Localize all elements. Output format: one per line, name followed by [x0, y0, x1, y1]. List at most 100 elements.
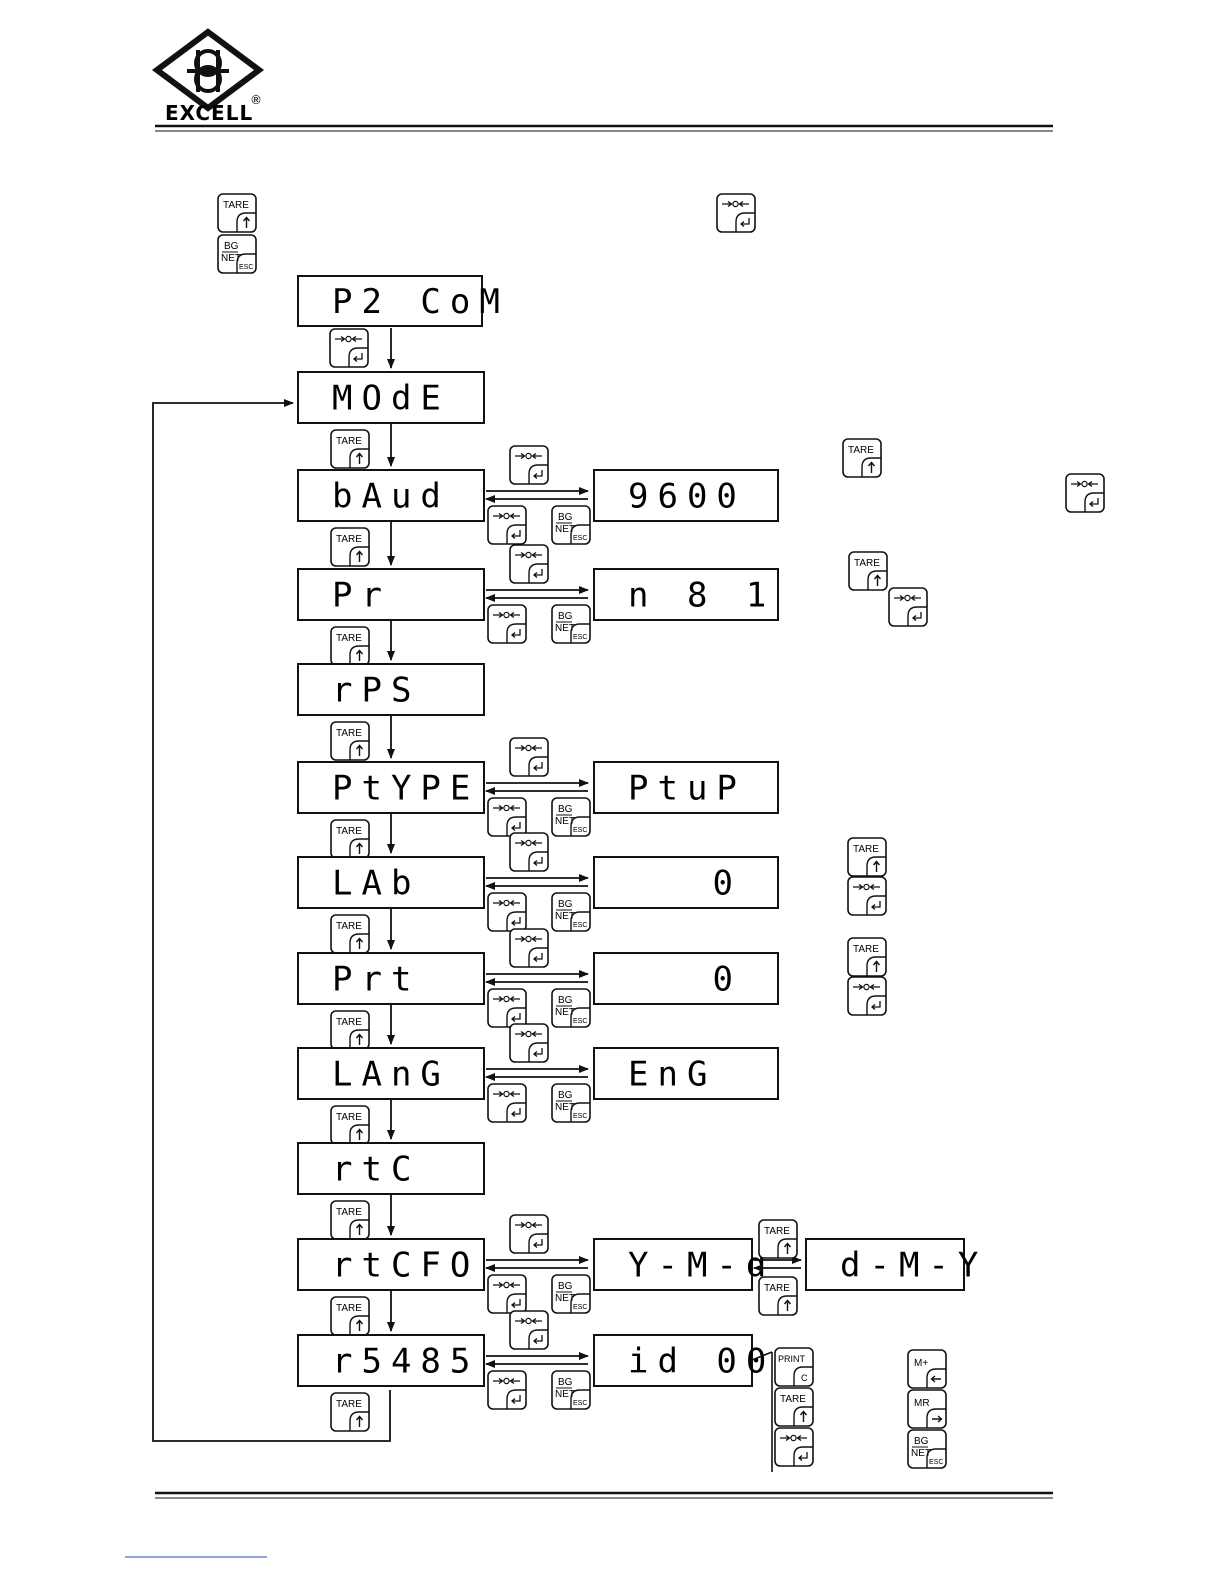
- tare-key-icon: TARE: [330, 1010, 370, 1050]
- key-label: BG: [558, 512, 573, 523]
- tare-key-icon: TARE: [847, 937, 887, 977]
- lcd-value-text: 0: [713, 960, 742, 1000]
- key-label: ESC: [573, 1113, 587, 1120]
- loop-back-line: [152, 399, 391, 1442]
- lcd-menu-item-text: bAud: [332, 477, 450, 517]
- lcd-menu-item: LAb: [297, 856, 485, 909]
- lcd-value-text: 9600: [628, 477, 746, 517]
- key-label: NET: [555, 911, 575, 922]
- lcd-value: 0: [593, 856, 779, 909]
- key-label: ESC: [573, 922, 587, 929]
- key-label: BG: [558, 1090, 573, 1101]
- key-label: NET: [911, 1448, 931, 1459]
- key-label: TARE: [336, 633, 362, 644]
- key-label: TARE: [336, 826, 362, 837]
- tare-key-icon: TARE: [330, 1392, 370, 1432]
- footer-rule: [155, 1491, 1053, 1499]
- lcd-value-text: Y-M-d: [628, 1246, 775, 1286]
- zero-enter-key-icon: [487, 505, 527, 545]
- key-label: TARE: [336, 1207, 362, 1218]
- excell-logo: EXCELL ®: [151, 28, 265, 125]
- key-label: TARE: [336, 728, 362, 739]
- lcd-menu-item-text: Pr: [332, 576, 391, 616]
- lcd-menu-item: bAud: [297, 469, 485, 522]
- tare-key-icon: TARE: [847, 837, 887, 877]
- tare-key-icon: TARE: [330, 914, 370, 954]
- lcd-menu-item-text: MOdE: [332, 379, 450, 419]
- key-label: BG: [914, 1436, 929, 1447]
- key-label: NET: [555, 1389, 575, 1400]
- key-label: ESC: [573, 1018, 587, 1025]
- key-label: ESC: [573, 634, 587, 641]
- header-rule: [155, 124, 1053, 132]
- tare-key-icon: TARE: [758, 1276, 798, 1316]
- zero-enter-key-icon: [716, 193, 756, 233]
- lcd-menu-item: MOdE: [297, 371, 485, 424]
- tare-key-icon: TARE: [842, 438, 882, 478]
- zero-enter-key-icon: [487, 988, 527, 1028]
- tare-key-icon: TARE: [330, 429, 370, 469]
- lcd-value: Y-M-d: [593, 1238, 775, 1291]
- lcd-root: P2 CoM: [297, 275, 500, 327]
- tare-key-icon: TARE: [758, 1219, 798, 1259]
- key-label: ESC: [573, 827, 587, 834]
- tare-key-icon: TARE: [774, 1387, 814, 1427]
- zero-enter-key-icon: [509, 544, 549, 584]
- lcd-menu-item: rtC: [297, 1142, 485, 1195]
- lcd-menu-item-text: r5485: [332, 1342, 479, 1382]
- lcd-menu-item: r5485: [297, 1334, 485, 1387]
- mr-key-icon: MR: [907, 1389, 947, 1429]
- tare-key-icon: TARE: [330, 1105, 370, 1145]
- zero-enter-key-icon: [847, 876, 887, 916]
- lcd-value: EnG: [593, 1047, 779, 1100]
- zero-enter-key-icon: [509, 445, 549, 485]
- menu-flow: P2 CoMMOdETAREbAudTAREPrTARErPSTAREPtYPE…: [297, 275, 1105, 1432]
- tare-key-icon: TARE: [330, 721, 370, 761]
- key-label: ESC: [239, 264, 253, 271]
- lcd-menu-item-text: rPS: [332, 671, 420, 711]
- key-label: C: [801, 1373, 808, 1383]
- key-label: TARE: [848, 445, 874, 456]
- tare-key-icon: TARE: [848, 551, 888, 591]
- key-label: NET: [555, 1102, 575, 1113]
- key-label: TARE: [853, 844, 879, 855]
- lcd-value-text: EnG: [628, 1055, 716, 1095]
- zero-enter-key-icon: [774, 1427, 814, 1467]
- lcd-menu-item: rtCFO: [297, 1238, 485, 1291]
- zero-enter-key-icon: [1065, 473, 1105, 513]
- lcd-value: PtuP: [593, 761, 779, 814]
- zero-enter-key-icon: [509, 928, 549, 968]
- lcd-value-text: id 00: [628, 1342, 775, 1382]
- lcd-menu-item: Prt: [297, 952, 485, 1005]
- lcd-menu-item-text: PtYPE: [332, 769, 479, 809]
- key-label: NET: [555, 524, 575, 535]
- key-label: NET: [555, 623, 575, 634]
- key-label: TARE: [336, 436, 362, 447]
- lcd-menu-item: PtYPE: [297, 761, 485, 814]
- key-label: TARE: [223, 200, 249, 211]
- key-label: NET: [555, 1007, 575, 1018]
- tare-key-icon: TARE: [330, 1200, 370, 1240]
- zero-enter-key-icon: [487, 1083, 527, 1123]
- zero-enter-key-icon: [509, 1214, 549, 1254]
- key-label: TARE: [336, 1017, 362, 1028]
- zero-enter-key-icon: [487, 892, 527, 932]
- lcd-menu-item-text: rtCFO: [332, 1246, 479, 1286]
- key-label: BG: [224, 241, 239, 252]
- key-label: BG: [558, 804, 573, 815]
- zero-enter-key-icon: [888, 587, 928, 627]
- lcd-menu-item: rPS: [297, 663, 485, 716]
- lcd-menu-item: LAnG: [297, 1047, 485, 1100]
- tare-key-icon: TARE: [330, 626, 370, 666]
- key-label: BG: [558, 899, 573, 910]
- lcd-value: 9600: [593, 469, 779, 522]
